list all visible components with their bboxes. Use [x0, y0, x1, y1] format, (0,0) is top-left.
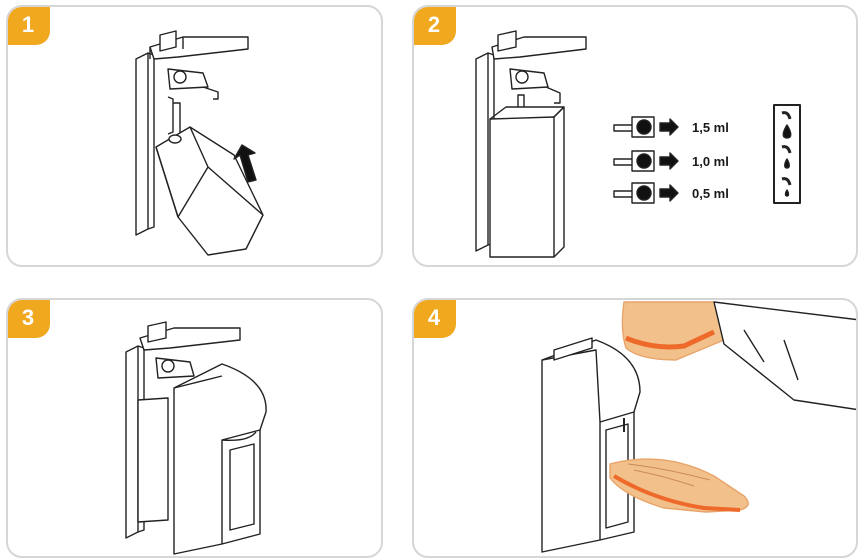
step-1-panel: 1	[6, 5, 383, 267]
step-2-panel: 2	[412, 5, 858, 267]
step-3-panel: 3	[6, 298, 383, 558]
attach-cover-illustration	[125, 321, 267, 555]
step-4-panel: 4	[412, 298, 858, 558]
step-badge: 4	[414, 300, 456, 338]
dose-label: 1,0 ml	[692, 154, 729, 169]
step-badge: 2	[414, 7, 456, 45]
step-badge: 1	[8, 7, 50, 45]
step-badge: 3	[8, 300, 50, 338]
drop-scale-icon	[773, 104, 801, 204]
set-dose-illustration: 1,5 ml 1,0 ml 0,5 ml	[475, 30, 801, 258]
insert-bottle-illustration	[135, 30, 264, 256]
dose-dial-icons	[613, 116, 679, 204]
dispense-on-hand-illustration	[541, 301, 856, 553]
dose-label: 0,5 ml	[692, 186, 729, 201]
dose-label: 1,5 ml	[692, 120, 729, 135]
